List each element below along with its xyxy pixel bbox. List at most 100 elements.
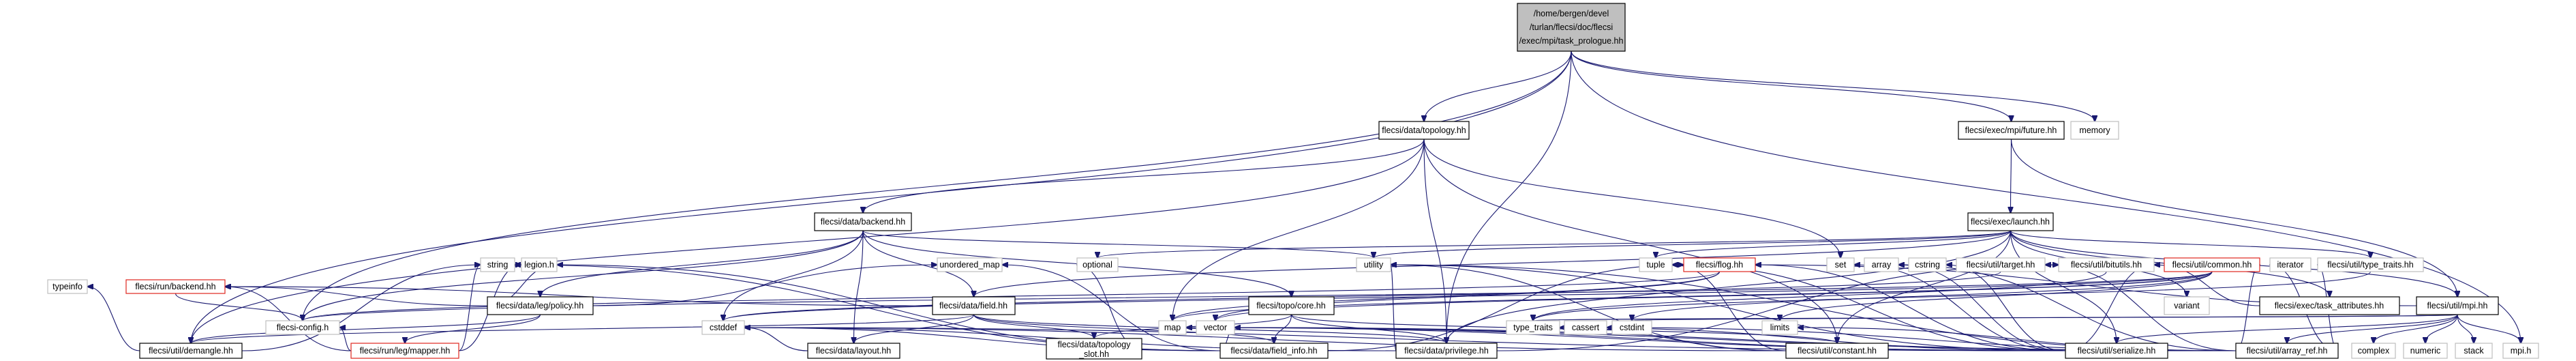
node-array[interactable]: array (1864, 257, 1899, 272)
edge-backend-to-config (303, 230, 864, 321)
edge-backend-to-layout (854, 230, 864, 343)
node-typeinfo[interactable]: typeinfo (47, 279, 88, 294)
edge-constant-to-cstddef (744, 328, 1787, 351)
node-label: legion.h (524, 260, 554, 270)
node-memory[interactable]: memory (2070, 121, 2119, 140)
edge-launch-to-utility (1374, 230, 2012, 258)
node-util-type-traits[interactable]: flecsi/util/type_traits.hh (2317, 257, 2424, 272)
edge-mapper-to-config (339, 328, 352, 351)
node-label: type_traits (1513, 323, 1553, 332)
node-label: limits (1770, 323, 1789, 332)
edge-bitutils-to-type_traits (1533, 271, 2107, 321)
node-run-backend[interactable]: flecsi/run/backend.hh (125, 279, 226, 294)
root-label-line-3: /exec/mpi/task_prologue.hh (1519, 36, 1624, 46)
edge-mpihh-to-cstdint (1632, 315, 2458, 321)
node-label: variant (2174, 301, 2200, 311)
node-string[interactable]: string (480, 257, 515, 272)
node-util-bitutils[interactable]: flecsi/util/bitutils.hh (2058, 257, 2155, 272)
node-cstdint[interactable]: cstdint (1611, 320, 1652, 335)
node-label: set (1835, 260, 1847, 270)
node-map[interactable]: map (1158, 320, 1187, 335)
node-run-leg-mapper[interactable]: flecsi/run/leg/mapper.hh (350, 343, 459, 359)
edge-mpihh-to-stack (2457, 314, 2474, 343)
node-util-serialize[interactable]: flecsi/util/serialize.hh (2065, 343, 2168, 359)
node-cassert[interactable]: cassert (1564, 320, 1607, 335)
node-util-common[interactable]: flecsi/util/common.hh (2164, 257, 2260, 272)
edge-privilege-to-utility (1391, 265, 1396, 351)
node-stack[interactable]: stack (2455, 343, 2493, 359)
node-label: flecsi/data/field.hh (939, 301, 1007, 311)
node-label: flecsi/data/leg/policy.hh (496, 301, 584, 311)
node-label: flecsi/run/leg/mapper.hh (360, 346, 451, 356)
node-data-topology[interactable]: flecsi/data/topology.hh (1378, 121, 1470, 140)
node-type-traits[interactable]: type_traits (1506, 320, 1560, 335)
node-complex[interactable]: complex (2351, 343, 2396, 359)
edge-mapper-to-runbackend (225, 287, 352, 351)
node-label: cassert (1572, 323, 1600, 332)
node-task-prologue-root[interactable]: /home/bergen/devel /turlan/flecsi/doc/fl… (1517, 3, 1626, 52)
node-label: tuple (1646, 260, 1665, 270)
node-label: flecsi/data/privilege.hh (1404, 346, 1489, 356)
edge-topology-to-demangle (191, 139, 1425, 343)
node-tuple[interactable]: tuple (1639, 257, 1673, 272)
node-legion-h[interactable]: legion.h (521, 257, 558, 272)
edge-root-to-mpih (1571, 50, 2521, 343)
edge-demangle-to-typeinfo (87, 287, 140, 351)
node-flecsi-config[interactable]: flecsi-config.h (265, 320, 340, 335)
node-exec-launch[interactable]: flecsi/exec/launch.hh (1967, 212, 2054, 231)
edge-launch-to-field (974, 230, 2012, 297)
node-numeric[interactable]: numeric (2403, 343, 2448, 359)
node-data-leg-policy[interactable]: flecsi/data/leg/policy.hh (487, 296, 594, 315)
edge-topology-to-constant (1423, 139, 1837, 343)
node-util-constant[interactable]: flecsi/util/constant.hh (1785, 343, 1889, 359)
edge-future-to-mpihh (2010, 139, 2458, 297)
node-data-field-info[interactable]: flecsi/data/field_info.hh (1219, 343, 1329, 359)
node-iterator[interactable]: iterator (2269, 257, 2312, 272)
edge-serialize-to-set (1854, 265, 2066, 351)
node-exec-mpi-future[interactable]: flecsi/exec/mpi/future.hh (1958, 121, 2065, 140)
node-util-array-ref[interactable]: flecsi/util/array_ref.hh (2235, 343, 2339, 359)
node-utility[interactable]: utility (1356, 257, 1391, 272)
node-label: flecsi/util/bitutils.hh (2071, 260, 2142, 270)
node-optional[interactable]: optional (1076, 257, 1119, 272)
node-util-target[interactable]: flecsi/util/target.hh (1956, 257, 2046, 272)
edge-arrayref-to-map (1186, 328, 2237, 351)
edge-root-to-privilege (1446, 50, 1572, 343)
node-variant[interactable]: variant (2164, 296, 2210, 315)
edge-topology-to-set (1423, 139, 1840, 258)
node-unordered-map[interactable]: unordered_map (937, 257, 1003, 272)
graph-nodes: /home/bergen/devel /turlan/flecsi/doc/fl… (47, 3, 2539, 360)
edge-mpihh-to-complex (2374, 314, 2458, 343)
edge-runbackend-to-config (175, 293, 303, 321)
node-flog[interactable]: flecsi/flog.hh (1683, 257, 1756, 272)
node-label: utility (1364, 260, 1384, 270)
node-util-mpi[interactable]: flecsi/util/mpi.hh (2416, 296, 2499, 315)
node-label: flecsi/data/topology (1057, 340, 1131, 349)
edge-mpihh-to-arrayref (2287, 314, 2458, 343)
node-util-demangle[interactable]: flecsi/util/demangle.hh (139, 343, 243, 359)
edge-serialize-to-type_traits (1560, 328, 2066, 351)
node-label: numeric (2410, 346, 2440, 356)
edge-mapper-to-string (458, 265, 481, 351)
node-mpi-h[interactable]: mpi.h (2502, 343, 2539, 359)
node-data-backend[interactable]: flecsi/data/backend.hh (814, 212, 912, 231)
node-data-topology-slot[interactable]: flecsi/data/topology _slot.hh (1046, 338, 1142, 360)
node-data-layout[interactable]: flecsi/data/layout.hh (807, 343, 900, 359)
edge-field-to-demangle (191, 314, 975, 343)
node-cstring[interactable]: cstring (1908, 257, 1947, 272)
node-data-field[interactable]: flecsi/data/field.hh (932, 296, 1016, 315)
edge-serialize-to-flog (1755, 265, 2066, 351)
edge-topology-to-privilege (1423, 139, 1446, 343)
node-topo-core[interactable]: flecsi/topo/core.hh (1248, 296, 1335, 315)
edge-layout-to-cstddef (744, 328, 808, 351)
node-vector[interactable]: vector (1196, 320, 1235, 335)
node-limits[interactable]: limits (1761, 320, 1798, 335)
node-exec-task-attributes[interactable]: flecsi/exec/task_attributes.hh (2259, 296, 2400, 315)
node-cstddef[interactable]: cstddef (701, 320, 745, 335)
node-label: flecsi/util/target.hh (1967, 260, 2035, 270)
node-label: flecsi/exec/mpi/future.hh (1965, 126, 2057, 135)
node-data-privilege[interactable]: flecsi/data/privilege.hh (1395, 343, 1498, 359)
edge-policy-to-demangle (191, 314, 541, 343)
edge-typetraitshh-to-type_traits (1533, 271, 2372, 321)
node-set[interactable]: set (1826, 257, 1855, 272)
